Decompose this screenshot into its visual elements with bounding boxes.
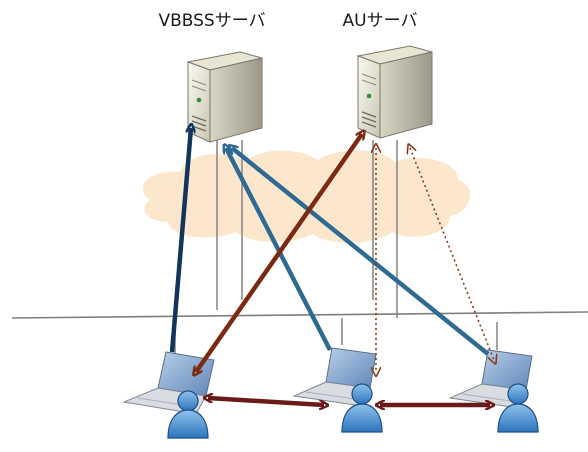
au-server: AUサーバ [343, 11, 433, 139]
au-client3-dotted-arrow [410, 148, 494, 360]
client-3 [448, 349, 539, 433]
vbbss-server-label: VBBSSサーバ [158, 11, 265, 31]
internet-cloud-icon [142, 150, 471, 243]
server-tower-icon [186, 51, 263, 143]
client-2 [292, 347, 383, 433]
network-line [11, 311, 588, 319]
laptop-user-icon [292, 347, 383, 433]
arrows [169, 128, 494, 405]
vbbss-server: VBBSSサーバ [158, 11, 266, 143]
server-tower-icon [356, 45, 433, 139]
client1-to-vbbss-arrow [169, 128, 191, 353]
au-server-label: AUサーバ [343, 11, 418, 31]
laptop-user-icon [448, 349, 539, 433]
client1-client2-peer-arrow [208, 398, 324, 405]
au-client1-arrow [196, 134, 362, 372]
